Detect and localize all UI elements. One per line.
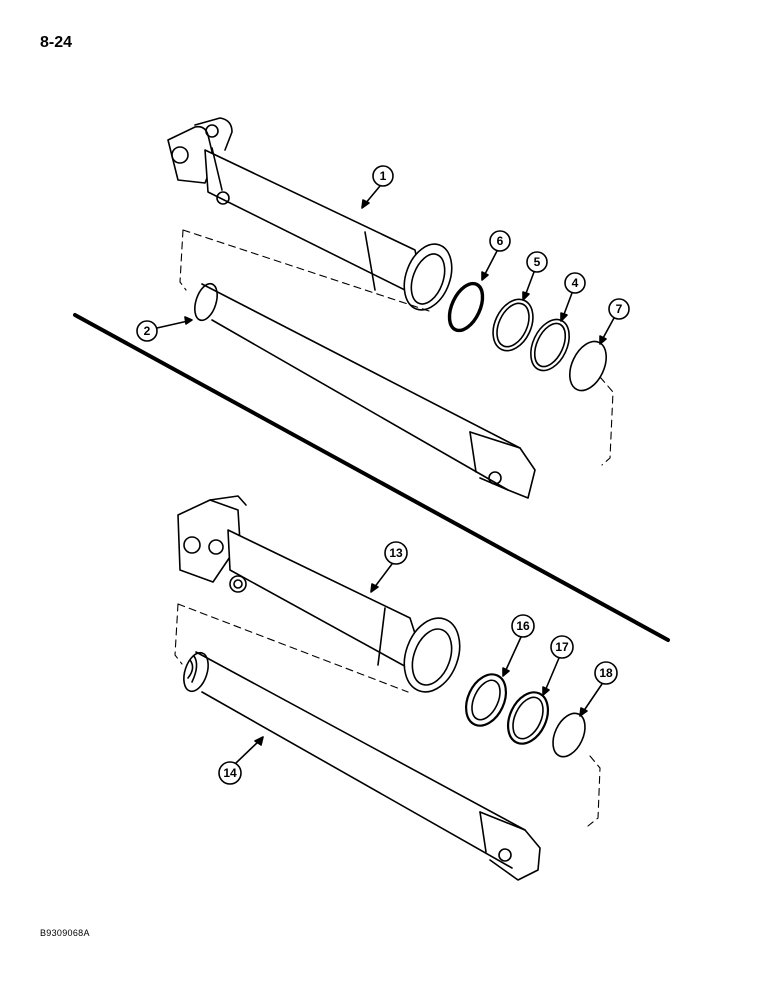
callout-1-label: 1: [380, 169, 387, 183]
callout-13: 13: [370, 541, 408, 593]
callout-7-label: 7: [616, 302, 623, 316]
figure-code: B9309068A: [40, 928, 90, 938]
callout-14-label: 14: [223, 766, 237, 780]
upper-piston-rod: [194, 282, 536, 499]
callout-16: 16: [502, 614, 535, 677]
callout-4: 4: [560, 272, 586, 322]
callout-2: 2: [136, 316, 193, 342]
callout-5-label: 5: [534, 255, 541, 269]
upper-seal-6: [447, 281, 485, 333]
callout-18: 18: [579, 661, 618, 717]
callout-6-label: 6: [497, 234, 504, 248]
callout-14: 14: [218, 736, 264, 785]
callout-2-label: 2: [144, 324, 151, 338]
upper-seal-7: [569, 340, 607, 392]
lower-seal-17: [506, 691, 550, 745]
upper-exploded-bracket: [179, 229, 614, 466]
callout-17-label: 17: [555, 640, 569, 654]
lower-piston-rod: [183, 651, 541, 881]
callout-13-label: 13: [389, 546, 403, 560]
callout-7: 7: [599, 298, 630, 345]
lower-seal-18: [552, 712, 586, 758]
callout-6: 6: [481, 230, 511, 281]
page-number: 8-24: [40, 34, 73, 51]
callout-5: 5: [522, 251, 548, 301]
callout-17: 17: [542, 635, 574, 696]
callout-1: 1: [361, 165, 394, 209]
lower-exploded-bracket: [174, 603, 601, 827]
callout-18-label: 18: [599, 666, 613, 680]
lower-cylinder-barrel: [177, 495, 461, 693]
upper-seal-5: [492, 298, 534, 352]
section-divider-line: [73, 313, 670, 642]
upper-cylinder-barrel: [167, 117, 453, 311]
callout-16-label: 16: [516, 619, 530, 633]
lower-seal-16: [464, 673, 508, 727]
callout-4-label: 4: [572, 276, 579, 290]
